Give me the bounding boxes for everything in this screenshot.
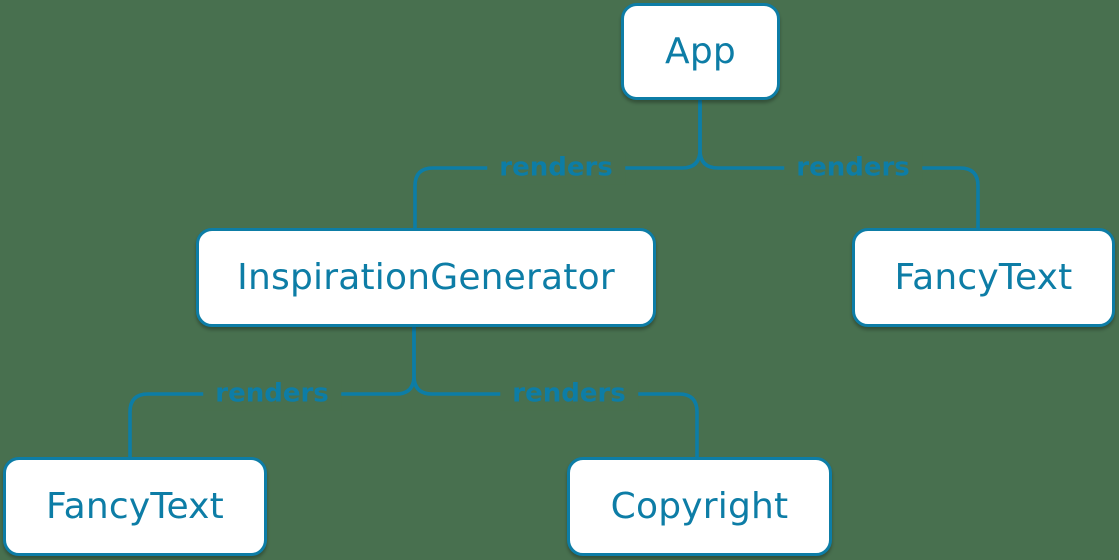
edge-label-app-fancy-text: renders (784, 151, 922, 185)
node-inspiration-generator-label: InspirationGenerator (237, 257, 615, 298)
edge-label-inspiration-generator-copyright: renders (500, 377, 638, 411)
node-fancy-text-bottom: FancyText (3, 457, 267, 556)
node-copyright-label: Copyright (610, 486, 789, 527)
node-copyright: Copyright (567, 457, 832, 556)
node-inspiration-generator: InspirationGenerator (196, 228, 656, 327)
edge-label-inspiration-generator-fancy-text: renders (203, 377, 341, 411)
node-app-label: App (665, 31, 736, 72)
node-fancy-text-top-label: FancyText (894, 257, 1073, 298)
node-fancy-text-bottom-label: FancyText (46, 486, 224, 527)
node-app: App (621, 3, 780, 100)
edge-label-app-inspiration-generator: renders (487, 151, 625, 185)
node-fancy-text-top: FancyText (852, 228, 1115, 327)
